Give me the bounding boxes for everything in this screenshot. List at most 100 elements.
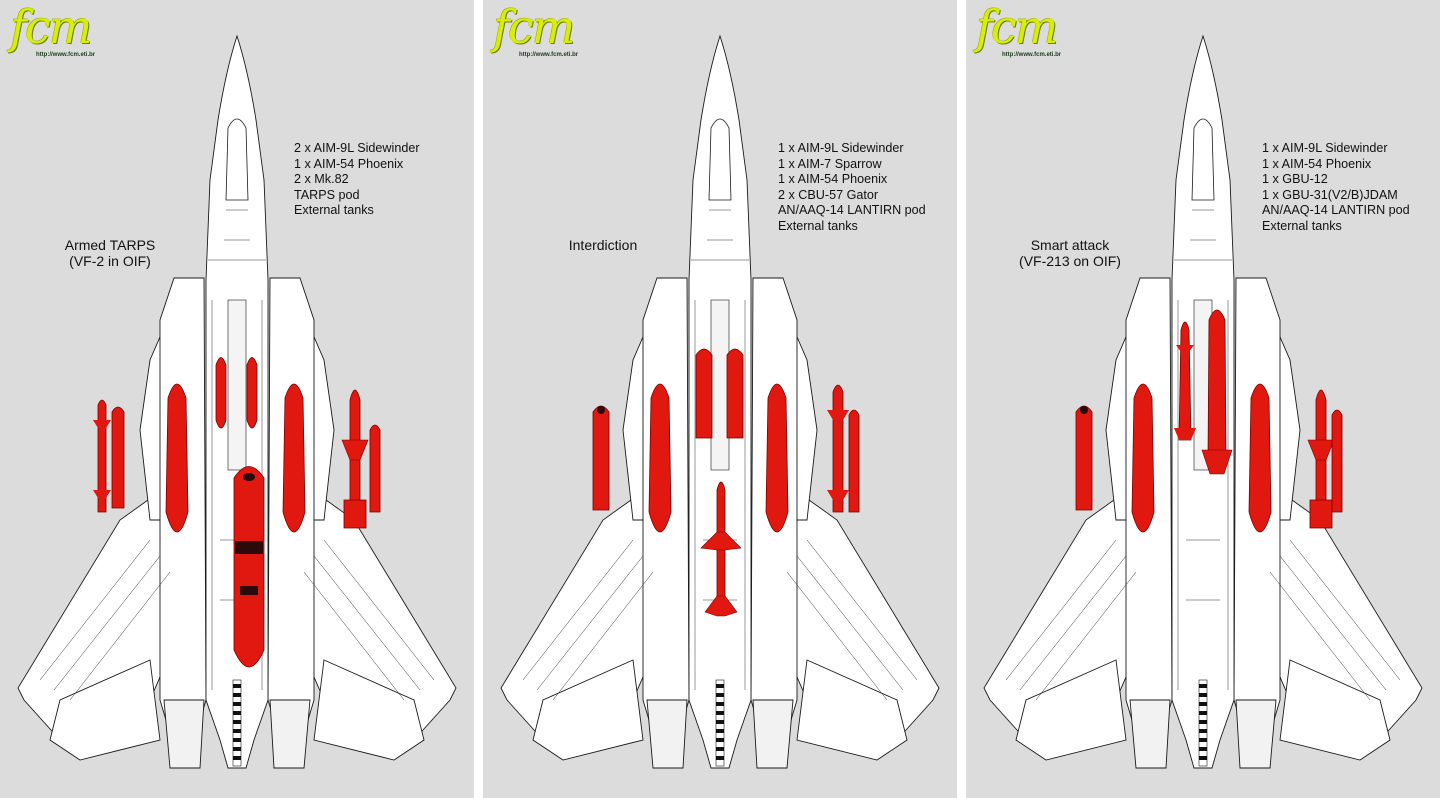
loadout-item: 1 x AIM-7 Sparrow xyxy=(778,156,882,171)
panel-line xyxy=(1269,571,1371,701)
lantirn-pod xyxy=(592,405,610,511)
hook-stripe xyxy=(1199,702,1207,706)
airframe-canopy xyxy=(1191,118,1215,201)
external-tank-right xyxy=(1248,383,1272,533)
mission-title: Armed TARPS (VF-2 in OIF) xyxy=(40,237,180,269)
ordnance xyxy=(592,348,860,617)
airframe-exhaust xyxy=(752,699,794,769)
loadout-item: 1 x AIM-54 Phoenix xyxy=(1262,156,1372,171)
logo-text: fcm xyxy=(976,0,1058,54)
hook-stripe xyxy=(716,729,724,733)
hook-stripe xyxy=(233,720,241,724)
loadout-item: 1 x AIM-54 Phoenix xyxy=(294,156,404,171)
aircraft-drawing xyxy=(17,34,457,769)
hook-stripe xyxy=(716,747,724,751)
hook-stripe xyxy=(716,693,724,697)
hook-stripe xyxy=(233,756,241,760)
external-tank-left xyxy=(1131,383,1155,533)
aircraft-drawing xyxy=(500,34,940,769)
fcm-logo: fcm http://www.fcm.eti.br xyxy=(976,0,1106,66)
external-tank-right xyxy=(765,383,789,533)
loadout-list: 1 x AIM-9L Sidewinder 1 x AIM-7 Sparrow … xyxy=(778,141,926,235)
airframe-exhaust xyxy=(1235,699,1277,769)
tarps-window xyxy=(240,586,258,595)
hook-stripe xyxy=(233,747,241,751)
airframe-canopy xyxy=(225,118,249,201)
hook-stripe xyxy=(1199,756,1207,760)
panel-line xyxy=(53,555,161,691)
hook-stripe xyxy=(1199,693,1207,697)
gbu31-jdam xyxy=(1207,309,1227,461)
logo-text: fcm xyxy=(493,0,575,54)
mk82-bomb-right xyxy=(246,357,258,429)
airframe-exhaust xyxy=(163,699,205,769)
loadout-item: 1 x GBU-12 xyxy=(1262,172,1328,187)
tarps-pod xyxy=(233,466,265,668)
panel-line xyxy=(552,571,654,701)
hook-stripe xyxy=(716,738,724,742)
external-tank-right xyxy=(282,383,306,533)
loadout-item: External tanks xyxy=(778,218,858,233)
mission-title-line1: Armed TARPS xyxy=(64,237,156,253)
external-tank-left xyxy=(165,383,189,533)
hook-stripe xyxy=(233,711,241,715)
cbu57-gator-right xyxy=(726,348,744,439)
loadout-list: 1 x AIM-9L Sidewinder 1 x AIM-54 Phoenix… xyxy=(1262,141,1410,235)
panel-line xyxy=(522,539,634,681)
hook-stripe xyxy=(716,684,724,688)
mission-title-line2: (VF-213 on OIF) xyxy=(1019,253,1121,269)
panel-line xyxy=(69,571,171,701)
cbu57-gator-left xyxy=(695,348,713,439)
aim9l-sidewinder xyxy=(848,409,860,513)
loadout-item: External tanks xyxy=(294,203,374,218)
mission-title: Interdiction xyxy=(533,237,673,253)
gbu12-bomb xyxy=(1178,321,1192,441)
aircraft-drawing xyxy=(983,34,1423,769)
loadout-item: 1 x AIM-54 Phoenix xyxy=(778,172,888,187)
ordnance xyxy=(93,357,381,668)
hook-stripe xyxy=(716,756,724,760)
hook-stripe xyxy=(716,702,724,706)
aim9l-sidewinder xyxy=(1331,409,1343,513)
panel-line xyxy=(796,555,904,691)
panel-line xyxy=(323,539,435,681)
mk82-bomb-left xyxy=(215,357,227,429)
panel-line xyxy=(39,539,151,681)
hook-stripe xyxy=(233,729,241,733)
fcm-logo: fcm http://www.fcm.eti.br xyxy=(493,0,623,66)
loadout-item: TARPS pod xyxy=(294,187,360,202)
hook-stripe xyxy=(1199,738,1207,742)
loadout-item: 1 x AIM-9L Sidewinder xyxy=(1262,141,1388,155)
airframe-canopy xyxy=(708,118,732,201)
loadout-item: 1 x GBU-31(V2/B)JDAM xyxy=(1262,187,1398,202)
loadout-item: 1 x AIM-9L Sidewinder xyxy=(778,141,904,155)
panel-line xyxy=(786,571,888,701)
loadout-item: 2 x CBU-57 Gator xyxy=(778,187,879,202)
hook-stripe xyxy=(716,720,724,724)
logo-url: http://www.fcm.eti.br xyxy=(1002,52,1062,58)
hook-stripe xyxy=(1199,747,1207,751)
panel-line xyxy=(536,555,644,691)
panel-line xyxy=(806,539,918,681)
aim9l-sidewinder xyxy=(111,406,125,509)
airframe-spine xyxy=(710,299,730,471)
mission-title: Smart attack (VF-213 on OIF) xyxy=(1000,237,1140,269)
tarps-window xyxy=(243,473,255,481)
airframe-exhaust xyxy=(269,699,311,769)
airframe-spine xyxy=(227,299,247,471)
mission-title-line1: Interdiction xyxy=(568,237,638,253)
external-tank-left xyxy=(648,383,672,533)
panel-line xyxy=(303,571,405,701)
airframe-exhaust xyxy=(646,699,688,769)
lantirn-pod xyxy=(1075,405,1093,511)
profile-panel-armed-tarps: fcm http://www.fcm.eti.br xyxy=(0,0,474,798)
panel-line xyxy=(1035,571,1137,701)
panel-line xyxy=(1019,555,1127,691)
hook-stripe xyxy=(1199,720,1207,724)
hook-stripe xyxy=(1199,711,1207,715)
hook-stripe xyxy=(716,711,724,715)
loadout-item: External tanks xyxy=(1262,218,1342,233)
panel-line xyxy=(313,555,421,691)
panel-line xyxy=(1005,539,1117,681)
loadout-list: 2 x AIM-9L Sidewinder 1 x AIM-54 Phoenix… xyxy=(294,141,420,219)
